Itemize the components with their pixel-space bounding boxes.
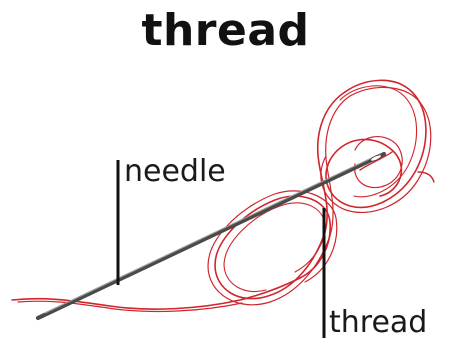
thread-crossing-2 <box>326 96 350 236</box>
thread-label: thread <box>329 306 427 340</box>
thread-lower-loop-3 <box>224 203 325 292</box>
thread-crossing <box>318 92 345 232</box>
thread-upper-inner <box>355 137 403 188</box>
thread-strands <box>12 80 434 311</box>
needle-label: needle <box>124 155 226 189</box>
